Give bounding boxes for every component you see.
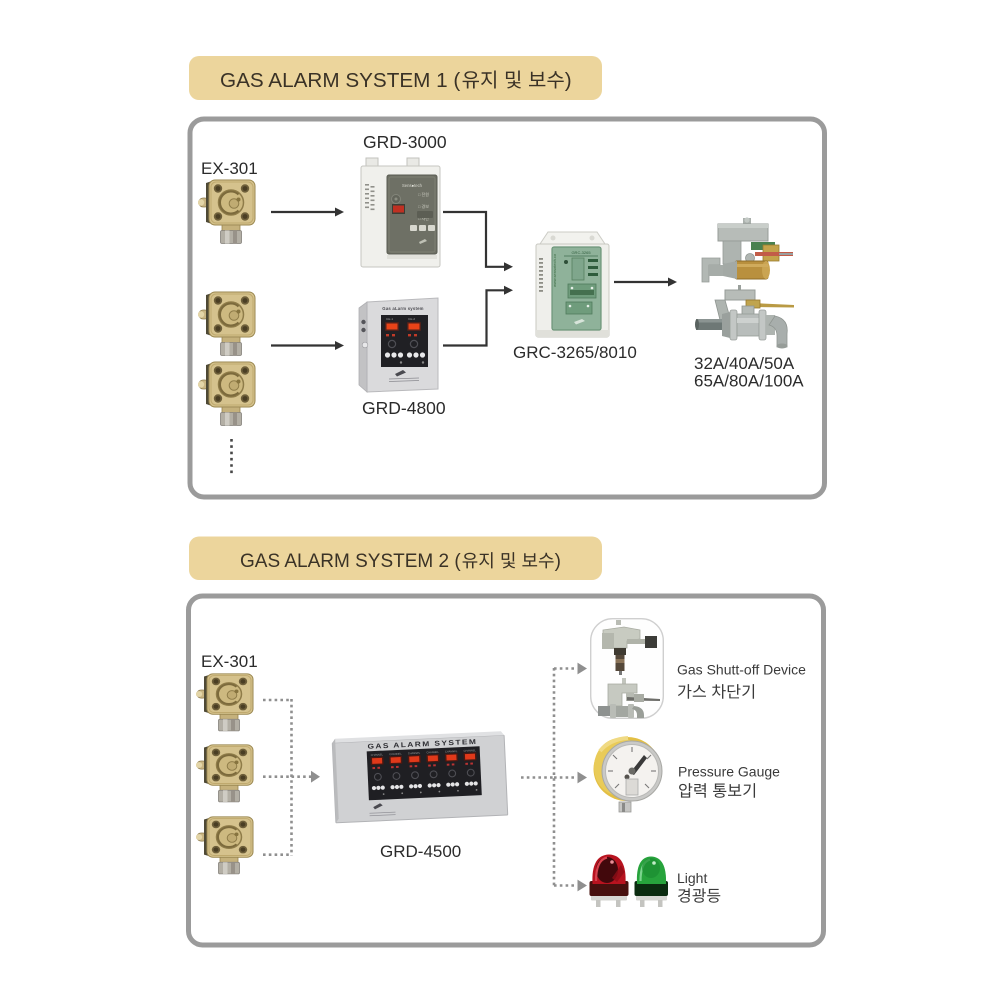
svg-text:CHANNEL: CHANNEL xyxy=(426,750,439,755)
svg-text:GAS ALARM SYSTEM 2 (: GAS ALARM SYSTEM 2 ( xyxy=(240,551,461,572)
svg-text:32A/40A/50A: 32A/40A/50A xyxy=(694,354,795,373)
svg-text:□ 경보: □ 경보 xyxy=(418,203,429,209)
svg-text:GRC-3265/8010: GRC-3265/8010 xyxy=(513,343,637,362)
svg-text:EX-301: EX-301 xyxy=(201,159,258,178)
svg-text:Pressure Gauge: Pressure Gauge xyxy=(678,764,780,780)
svg-text:GAS ALARM SYSTEM 1 (: GAS ALARM SYSTEM 1 ( xyxy=(220,69,460,92)
svg-text:CHANNEL: CHANNEL xyxy=(371,752,384,757)
svg-text:GRD-4800: GRD-4800 xyxy=(362,398,446,418)
svg-text:CHANNEL: CHANNEL xyxy=(389,752,402,757)
svg-text:GRD-4500: GRD-4500 xyxy=(380,842,461,861)
svg-text:Light: Light xyxy=(677,870,707,886)
svg-text:): ) xyxy=(555,551,561,572)
svg-text:EX-301: EX-301 xyxy=(201,652,258,671)
svg-text:CHANNEL: CHANNEL xyxy=(463,748,476,753)
svg-text:65A/80A/100A: 65A/80A/100A xyxy=(694,372,804,391)
svg-text:): ) xyxy=(565,69,572,92)
svg-text:Sens●tech: Sens●tech xyxy=(402,183,423,188)
svg-text:www.sensotech.co: www.sensotech.co xyxy=(552,253,557,287)
svg-text:Gas Shutt-off Device: Gas Shutt-off Device xyxy=(677,662,806,678)
svg-text:Gas aLarm system: Gas aLarm system xyxy=(382,306,423,311)
svg-text:□ 전원: □ 전원 xyxy=(418,191,429,197)
svg-text:CH-1: CH-1 xyxy=(386,317,393,321)
svg-text:CH-2: CH-2 xyxy=(408,317,415,321)
svg-text:GRD-3000: GRD-3000 xyxy=(363,132,447,152)
svg-text:GRC-3265: GRC-3265 xyxy=(571,250,591,255)
svg-text:CHANNEL: CHANNEL xyxy=(408,751,421,756)
svg-text:GAS ALARM SYSTEM: GAS ALARM SYSTEM xyxy=(367,739,477,751)
svg-text:CHANNEL: CHANNEL xyxy=(445,749,458,754)
